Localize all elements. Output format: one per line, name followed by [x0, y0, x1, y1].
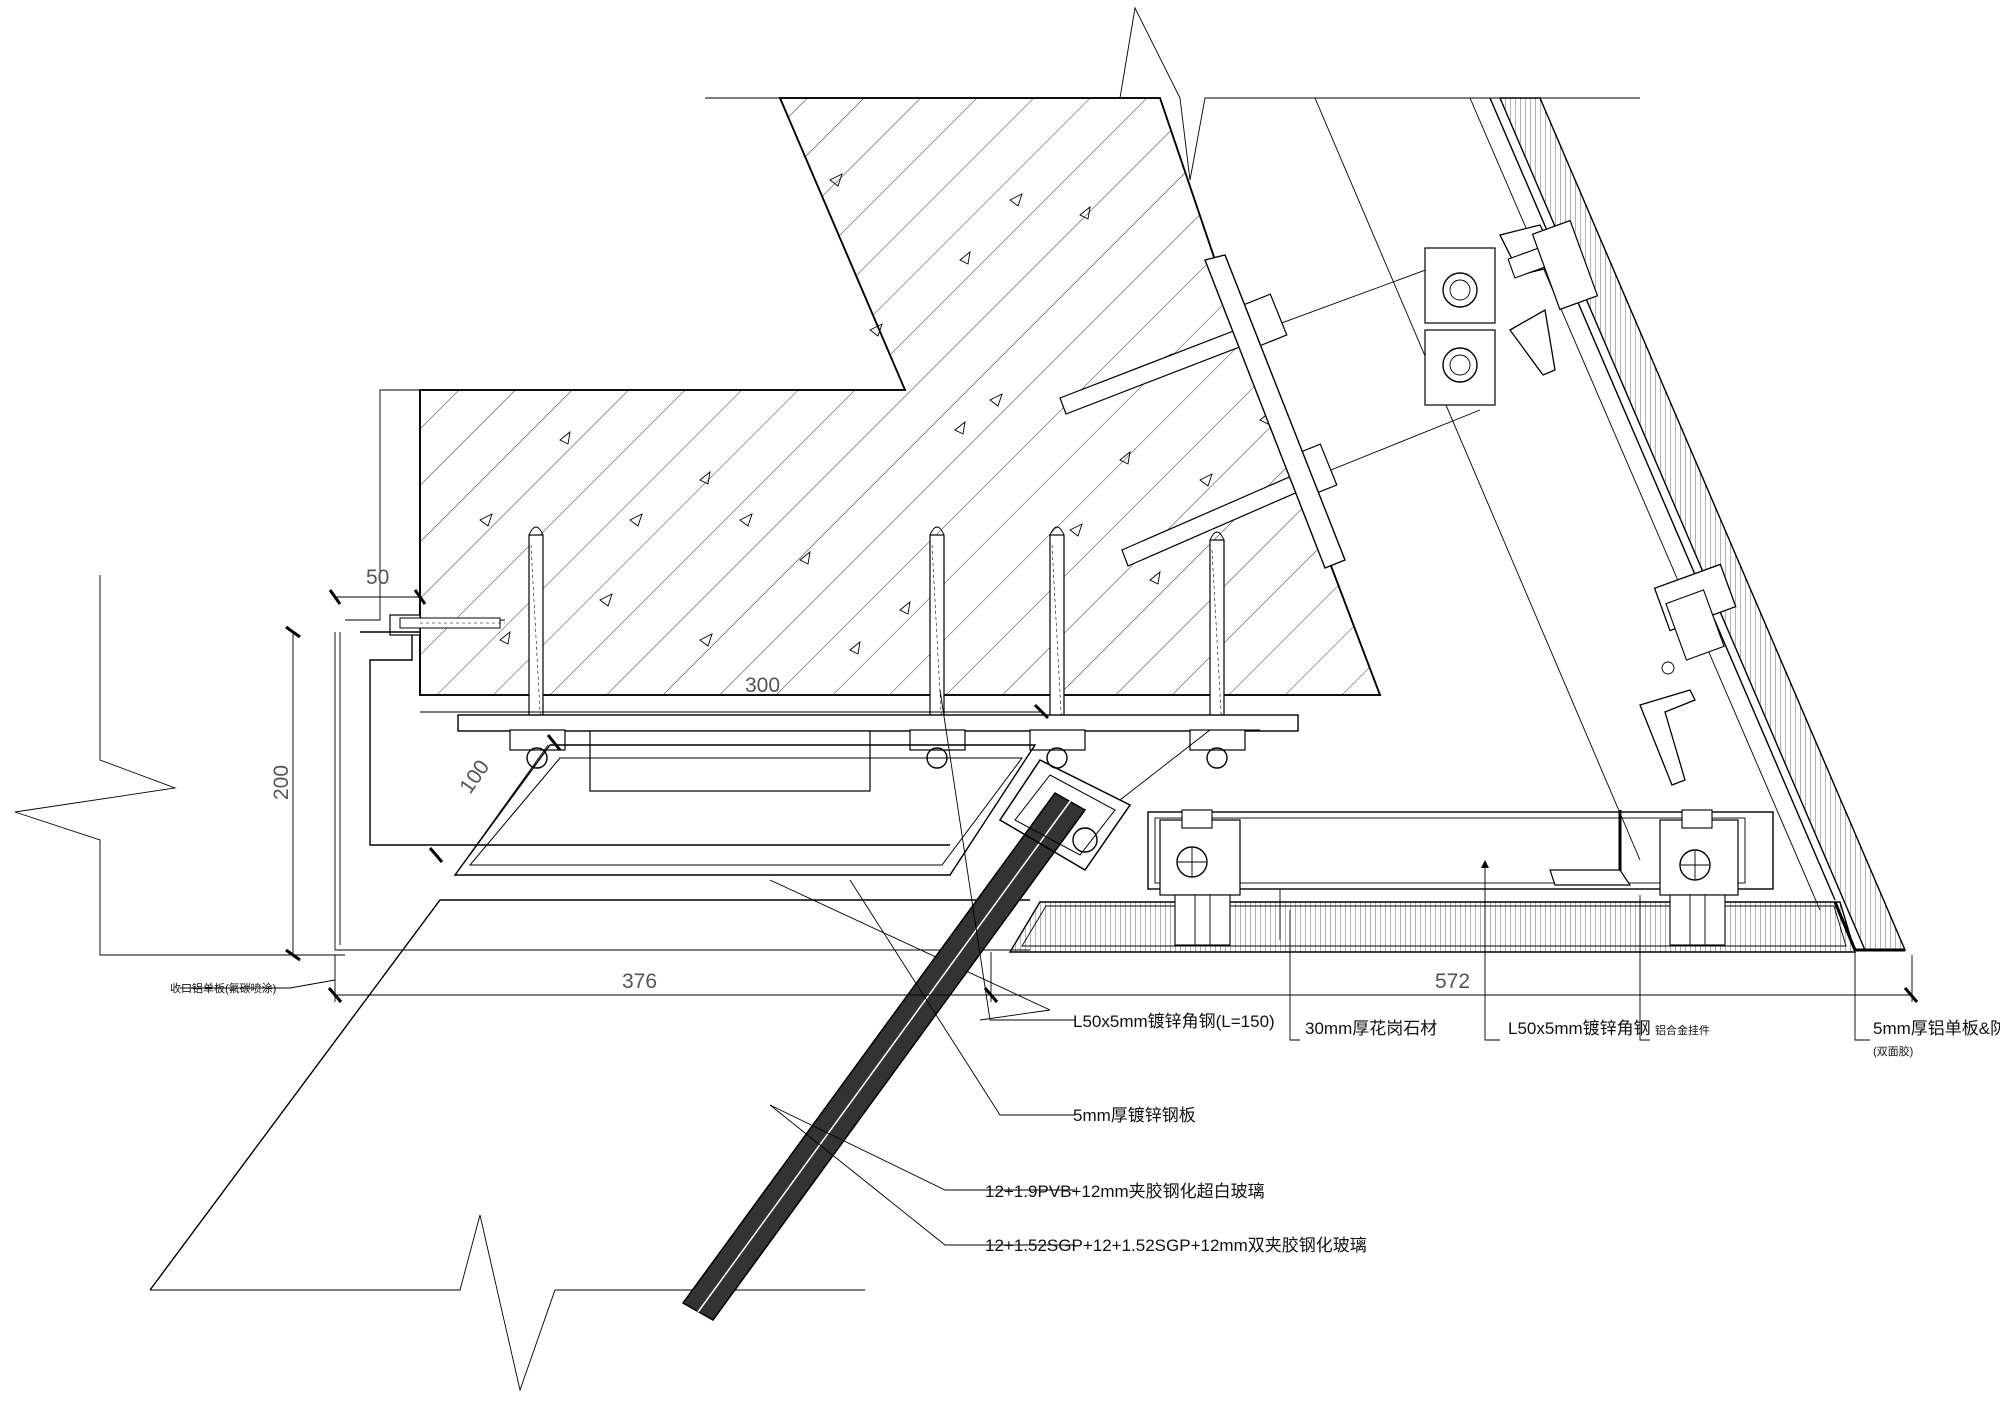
callout-edge-trim: 收口铝单板(氟碳喷涂) — [170, 981, 276, 995]
steel-frame-horizontal — [1147, 810, 1774, 940]
dim-300: 300 — [745, 674, 780, 697]
anchor-bolts-angled — [1059, 249, 1481, 569]
callout-glass-sgp: 12+1.52SGP+12+1.52SGP+12mm双夹胶钢化玻璃 — [985, 1236, 1367, 1255]
callout-aluminum-plate-sub: (双面胶) — [1873, 1044, 1913, 1058]
callout-aluminum-plate: 5mm厚铝单板&防水层 — [1873, 1019, 2000, 1038]
anchor-bolts-vertical — [528, 526, 1225, 736]
glass-panel — [681, 729, 1260, 1321]
callout-steel-angle: L50x5mm镀锌角钢 — [1508, 1019, 1651, 1038]
stone-cladding-bottom — [1008, 901, 1856, 953]
callout-plate-5mm: 5mm厚镀锌钢板 — [1073, 1106, 1196, 1125]
callout-steel-angle-l150: L50x5mm镀锌角钢(L=150) — [1073, 1012, 1275, 1031]
dimension-lines — [285, 589, 1919, 1003]
dim-200: 200 — [270, 765, 293, 800]
glass-support-frame — [453, 744, 1051, 1021]
callout-leaders — [180, 689, 1870, 1246]
dim-50: 50 — [366, 566, 389, 589]
stone-cladding-diagonal — [1314, 97, 1907, 952]
dim-572: 572 — [1435, 970, 1470, 993]
callout-glass-pvb: 12+1.9PVB+12mm夹胶钢化超白玻璃 — [985, 1182, 1265, 1201]
callout-stone-30mm: 30mm厚花岗石材 — [1305, 1019, 1437, 1038]
aluminum-brackets — [1159, 219, 1739, 946]
dim-100: 100 — [455, 756, 494, 798]
edge-bolt — [399, 617, 505, 629]
boundary-lines — [14, 6, 1640, 1392]
callout-aluminum-channel: 铝合金挂件 — [1655, 1023, 1710, 1037]
dim-376: 376 — [622, 970, 657, 993]
concrete-slab — [419, 97, 1382, 696]
callout-labels: L50x5mm镀锌角钢(L=150) 30mm厚花岗石材 L50x5mm镀锌角钢… — [170, 981, 2000, 1255]
bottom-steel-plate — [457, 714, 1299, 792]
